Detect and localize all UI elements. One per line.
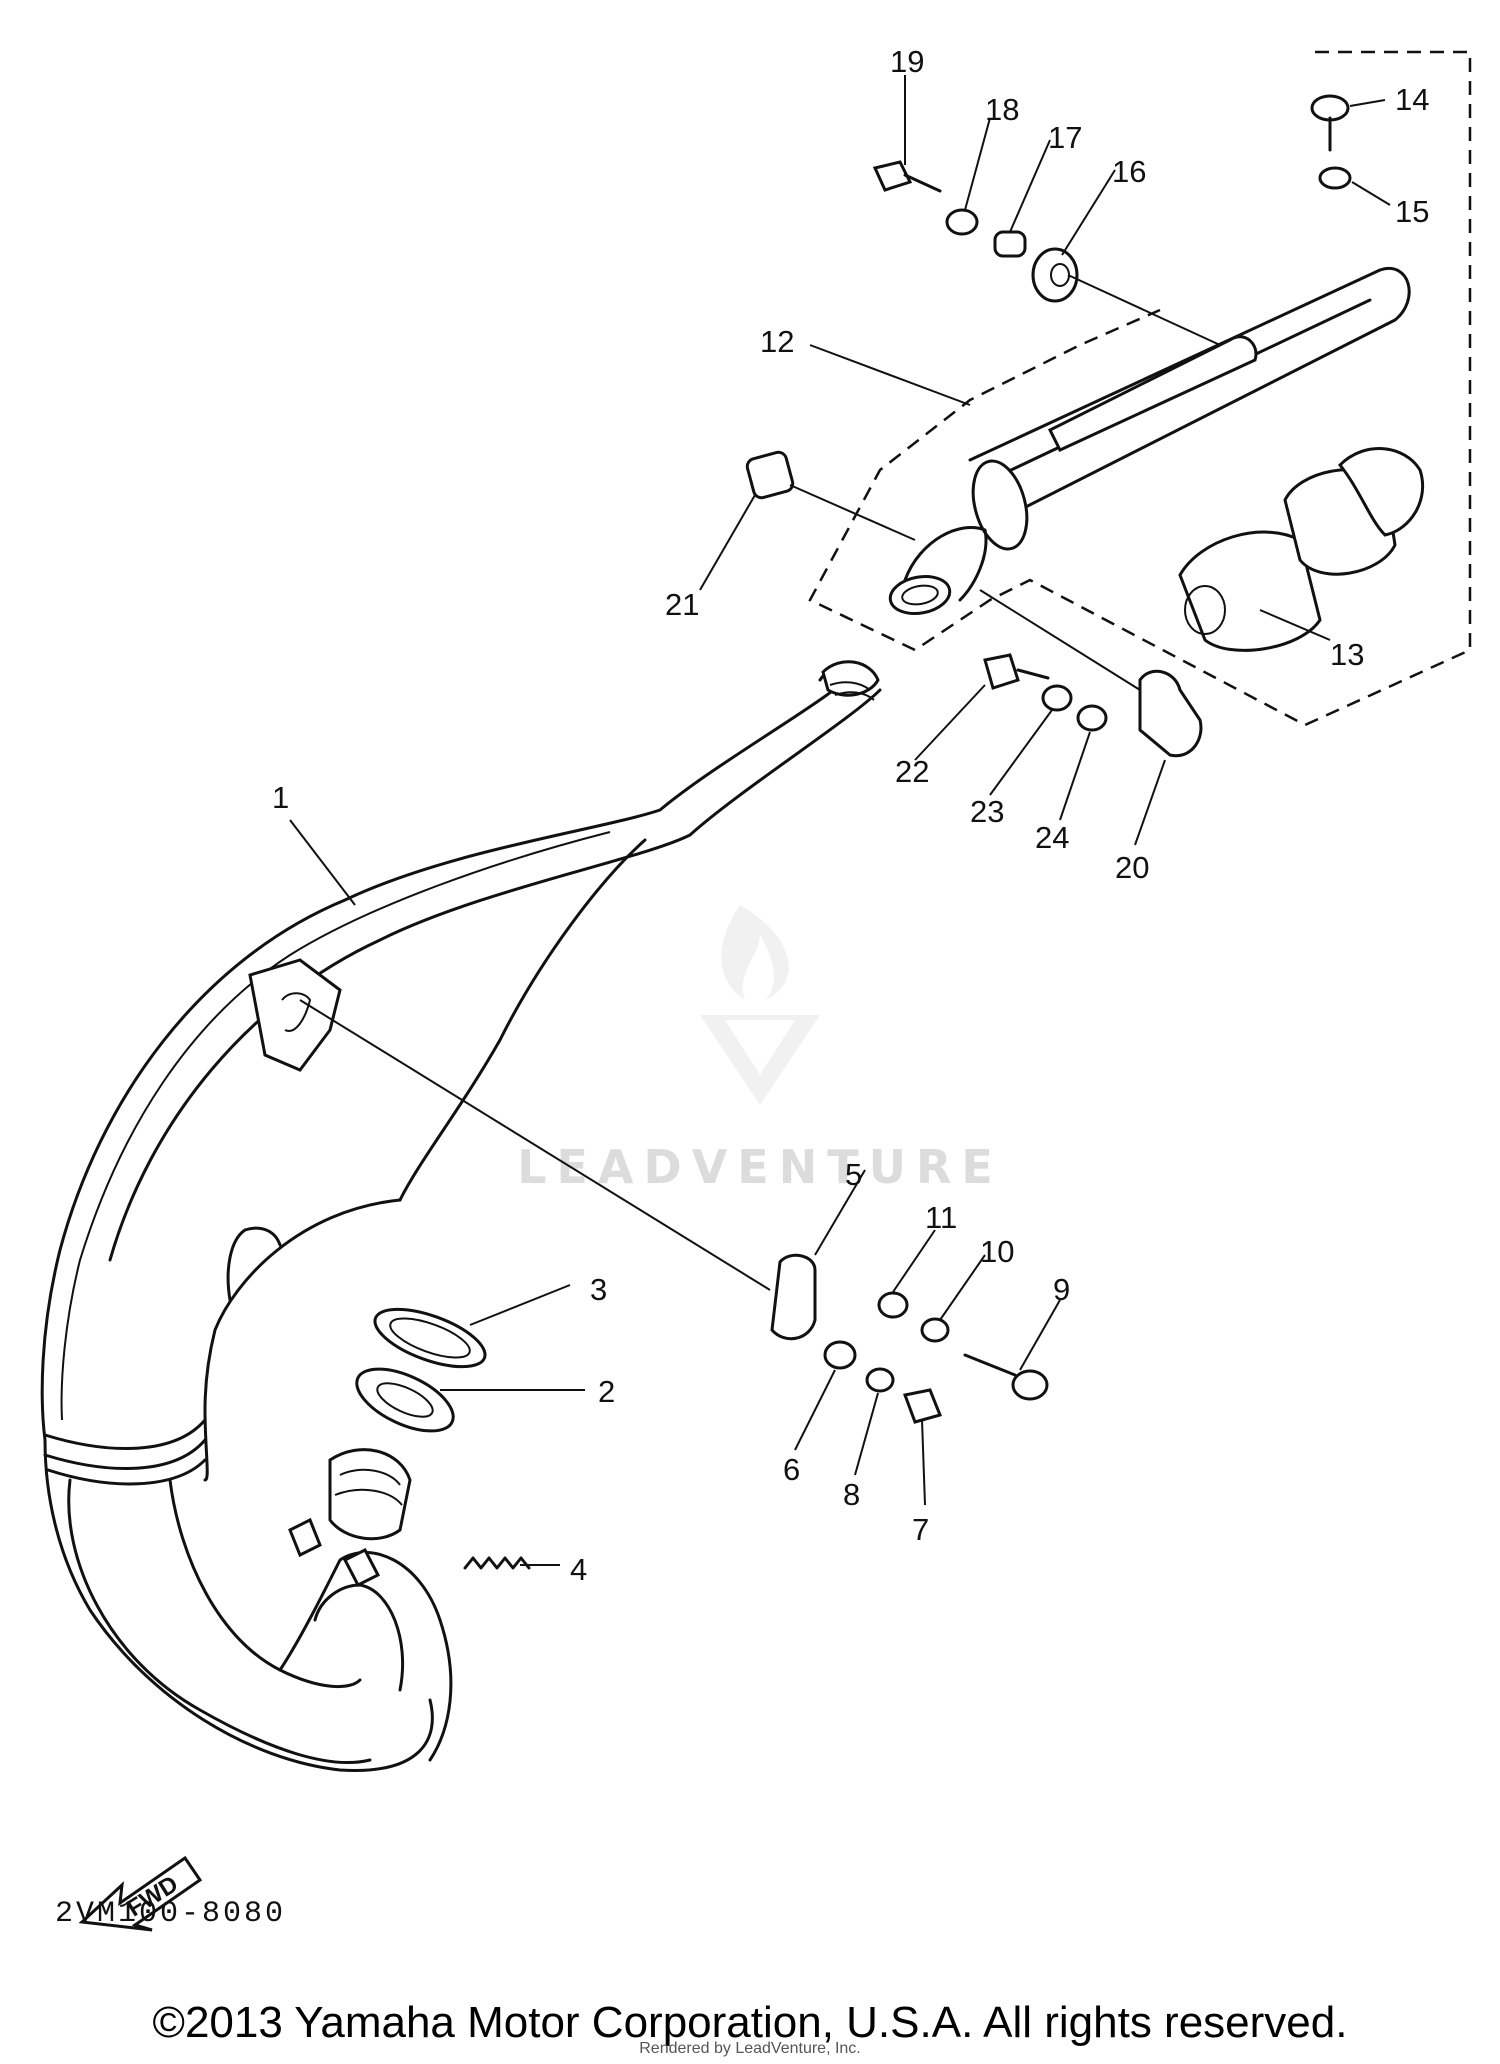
callout-15: 15: [1395, 194, 1429, 229]
callout-labels: 1 2 3 4 5 6 7 8 9 10 11 12 13 14 15 16 1…: [272, 44, 1429, 1587]
copyright-notice: ©2013 Yamaha Motor Corporation, U.S.A. A…: [152, 1998, 1348, 2047]
callout-12: 12: [760, 324, 794, 359]
expansion-chamber-pipe: [40, 660, 882, 1772]
callout-1: 1: [272, 780, 289, 815]
drawing-code: 2VM100-8080: [55, 1897, 287, 1931]
callout-14: 14: [1395, 82, 1429, 117]
watermark-text: LEADVENTURE: [517, 1140, 1003, 1194]
callout-8: 8: [843, 1477, 860, 1512]
callout-2: 2: [598, 1374, 615, 1409]
callout-10: 10: [980, 1234, 1014, 1269]
header-flange: [288, 1307, 531, 1588]
callout-23: 23: [970, 794, 1004, 829]
callout-7: 7: [912, 1512, 929, 1547]
callout-19: 19: [890, 44, 924, 79]
callout-3: 3: [590, 1272, 607, 1307]
callout-6: 6: [783, 1452, 800, 1487]
callout-20: 20: [1115, 850, 1149, 885]
callout-9: 9: [1053, 1272, 1070, 1307]
callout-17: 17: [1048, 120, 1082, 155]
callout-24: 24: [1035, 820, 1069, 855]
callout-16: 16: [1112, 154, 1146, 189]
callout-13: 13: [1330, 637, 1364, 672]
watermark-logo: [700, 905, 820, 1105]
callout-18: 18: [985, 92, 1019, 127]
callout-21: 21: [665, 587, 699, 622]
callout-22: 22: [895, 754, 929, 789]
callout-5: 5: [845, 1157, 862, 1192]
callout-11: 11: [925, 1200, 957, 1235]
callout-4: 4: [570, 1552, 587, 1587]
rendered-by-notice: Rendered by LeadVenture, Inc.: [639, 2040, 861, 2057]
silencer-assembly: [808, 50, 1472, 727]
hardware-parts: [745, 94, 1352, 1424]
leader-lines: [289, 75, 1391, 1566]
